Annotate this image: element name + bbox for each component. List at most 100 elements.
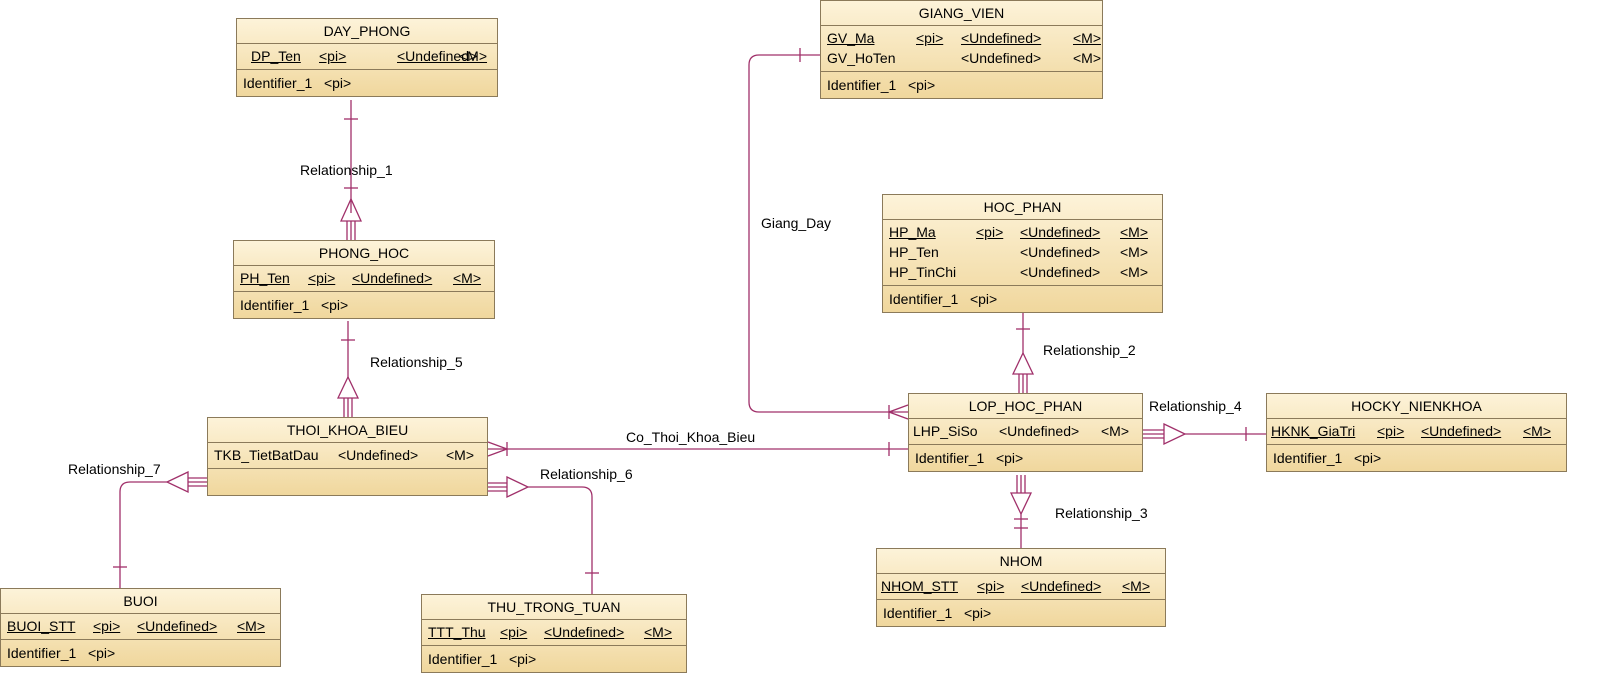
giang-day-label: Giang_Day xyxy=(761,215,832,231)
attribute-name: HP_TinChi xyxy=(889,264,957,280)
entity-title: NHOM xyxy=(877,549,1165,574)
attribute-pi: <pi> xyxy=(1377,423,1405,439)
attribute-mandatory: <M> xyxy=(446,447,475,463)
attribute-name: HKNK_GiaTri xyxy=(1271,423,1356,439)
relationship-1-label: Relationship_1 xyxy=(300,162,393,178)
attribute-row[interactable]: BUOI_STT<pi><Undefined><M> xyxy=(7,616,274,636)
attribute-type: <Undefined> xyxy=(1021,578,1102,594)
attribute-name: PH_Ten xyxy=(240,270,290,286)
attribute-row[interactable]: GV_Ma <pi> <Undefined> <M> xyxy=(827,28,1101,48)
identifier-row: Identifier_1 <pi> xyxy=(827,77,936,93)
co-thoi-khoa-bieu-crowfoot xyxy=(487,448,508,457)
relationship-6-label: Relationship_6 xyxy=(540,466,633,482)
attribute-type: <Undefined> xyxy=(1421,423,1502,439)
attribute-row[interactable]: TKB_TietBatDau <Undefined> <M> xyxy=(214,445,481,465)
attribute-type: <Undefined> xyxy=(137,618,218,634)
entity-title: BUOI xyxy=(1,589,280,614)
giang-day-line xyxy=(748,54,908,413)
entity-giang-vien[interactable]: GIANG_VIEN GV_Ma <pi> <Undefined> <M> GV_HoTe… xyxy=(820,0,1103,99)
attribute-row[interactable]: NHOM_STT<pi><Undefined><M> xyxy=(881,576,1159,596)
entity-day-phong[interactable]: DAY_PHONG DP_Ten <pi> <Undefined><M> Identif… xyxy=(236,18,498,97)
identifier-row: Identifier_1 <pi> xyxy=(915,450,1024,466)
entity-lop-hoc-phan[interactable]: LOP_HOC_PHAN LHP_SiSo <Undefined> <M> Identi… xyxy=(908,393,1143,472)
attribute-row[interactable]: HP_TinChi <Undefined> <M> xyxy=(889,262,1156,282)
attribute-row[interactable]: HP_Ma <pi> <Undefined> <M> xyxy=(889,222,1156,242)
attribute-mandatory: <M> xyxy=(1101,423,1130,439)
attribute-list: HP_Ma <pi> <Undefined> <M> HP_Ten<Undefined>… xyxy=(883,220,1162,286)
attribute-mandatory: <M> xyxy=(1120,264,1149,280)
identifier-row: Identifier_1 <pi> xyxy=(1273,450,1382,466)
relationship-4-label: Relationship_4 xyxy=(1149,398,1242,414)
giang-day-crowfoot xyxy=(888,404,909,413)
entity-title: PHONG_HOC xyxy=(234,241,494,266)
attribute-mandatory: <M> xyxy=(1120,224,1149,240)
attribute-row[interactable]: GV_HoTen<Undefined><M> xyxy=(827,48,1101,68)
entity-title: GIANG_VIEN xyxy=(821,1,1102,26)
attribute-type: <Undefined> xyxy=(1020,264,1101,280)
attribute-list: BUOI_STT<pi><Undefined><M> xyxy=(1,614,280,640)
identifier-row: Identifier_1 <pi> xyxy=(243,75,352,91)
attribute-list: LHP_SiSo <Undefined> <M> xyxy=(909,419,1142,445)
attribute-type: <Undefined> xyxy=(397,48,478,64)
attribute-row[interactable]: LHP_SiSo <Undefined> <M> xyxy=(913,421,1136,441)
attribute-name: BUOI_STT xyxy=(7,618,76,634)
attribute-type: <Undefined> xyxy=(999,423,1080,439)
entity-title: THOI_KHOA_BIEU xyxy=(208,418,487,443)
entity-hoc-phan[interactable]: HOC_PHAN HP_Ma <pi> <Undefined> <M> HP_Ten<Un… xyxy=(882,194,1163,313)
attribute-row[interactable]: PH_Ten<pi><Undefined><M> xyxy=(240,268,488,288)
relationship-2-label: Relationship_2 xyxy=(1043,342,1136,358)
identifier-row: Identifier_1 <pi> xyxy=(240,297,349,313)
relationship-6-triangle xyxy=(506,475,530,499)
attribute-list: NHOM_STT<pi><Undefined><M> xyxy=(877,574,1165,600)
attribute-list: HKNK_GiaTri <pi> <Undefined> <M> xyxy=(1267,419,1566,445)
identifier-row: Identifier_1 <pi> xyxy=(428,651,537,667)
relationship-5-label: Relationship_5 xyxy=(370,354,463,370)
attribute-type: <Undefined> xyxy=(961,50,1042,66)
attribute-name: DP_Ten xyxy=(251,48,301,64)
attribute-name: GV_Ma xyxy=(827,30,875,46)
attribute-pi: <pi> xyxy=(976,224,1004,240)
attribute-mandatory: <M> xyxy=(459,48,488,64)
entity-title: HOC_PHAN xyxy=(883,195,1162,220)
entity-hocky-nienkhoa[interactable]: HOCKY_NIENKHOA HKNK_GiaTri <pi> <Undefined>… xyxy=(1266,393,1567,472)
relationship-7-triangle xyxy=(165,470,189,494)
attribute-row[interactable]: HP_Ten<Undefined><M> xyxy=(889,242,1156,262)
attribute-type: <Undefined> xyxy=(961,30,1042,46)
relationship-3-label: Relationship_3 xyxy=(1055,505,1148,521)
attribute-row[interactable]: HKNK_GiaTri <pi> <Undefined> <M> xyxy=(1271,421,1560,441)
attribute-list: DP_Ten <pi> <Undefined><M> xyxy=(237,44,497,70)
attribute-pi: <pi> xyxy=(319,48,347,64)
entity-title: DAY_PHONG xyxy=(237,19,497,44)
attribute-type: <Undefined> xyxy=(352,270,433,286)
attribute-list: TKB_TietBatDau <Undefined> <M> xyxy=(208,443,487,469)
attribute-list: TTT_Thu<pi><Undefined><M> xyxy=(422,620,686,646)
attribute-pi: <pi> xyxy=(500,624,528,640)
attribute-name: HP_Ma xyxy=(889,224,936,240)
attribute-row[interactable]: TTT_Thu<pi><Undefined><M> xyxy=(428,622,680,642)
entity-title: THU_TRONG_TUAN xyxy=(422,595,686,620)
attribute-name: LHP_SiSo xyxy=(913,423,978,439)
entity-title: LOP_HOC_PHAN xyxy=(909,394,1142,419)
entity-thoi-khoa-bieu[interactable]: THOI_KHOA_BIEU TKB_TietBatDau <Undefined> <… xyxy=(207,417,488,496)
co-thoi-khoa-bieu-label: Co_Thoi_Khoa_Bieu xyxy=(626,429,756,445)
attribute-type: <Undefined> xyxy=(338,447,419,463)
attribute-mandatory: <M> xyxy=(453,270,482,286)
attribute-type: <Undefined> xyxy=(1020,244,1101,260)
relationship-3-triangle xyxy=(1009,492,1033,516)
attribute-name: TKB_TietBatDau xyxy=(214,447,319,463)
relationship-5-triangle xyxy=(336,375,360,399)
relationship-2-triangle xyxy=(1011,351,1035,375)
attribute-pi: <pi> xyxy=(977,578,1005,594)
attribute-row[interactable]: DP_Ten <pi> <Undefined><M> xyxy=(243,46,491,66)
attribute-mandatory: <M> xyxy=(644,624,673,640)
attribute-pi: <pi> xyxy=(916,30,944,46)
attribute-list: PH_Ten<pi><Undefined><M> xyxy=(234,266,494,292)
entity-title: HOCKY_NIENKHOA xyxy=(1267,394,1566,419)
attribute-mandatory: <M> xyxy=(1073,30,1102,46)
attribute-type: <Undefined> xyxy=(1020,224,1101,240)
attribute-mandatory: <M> xyxy=(1523,423,1552,439)
